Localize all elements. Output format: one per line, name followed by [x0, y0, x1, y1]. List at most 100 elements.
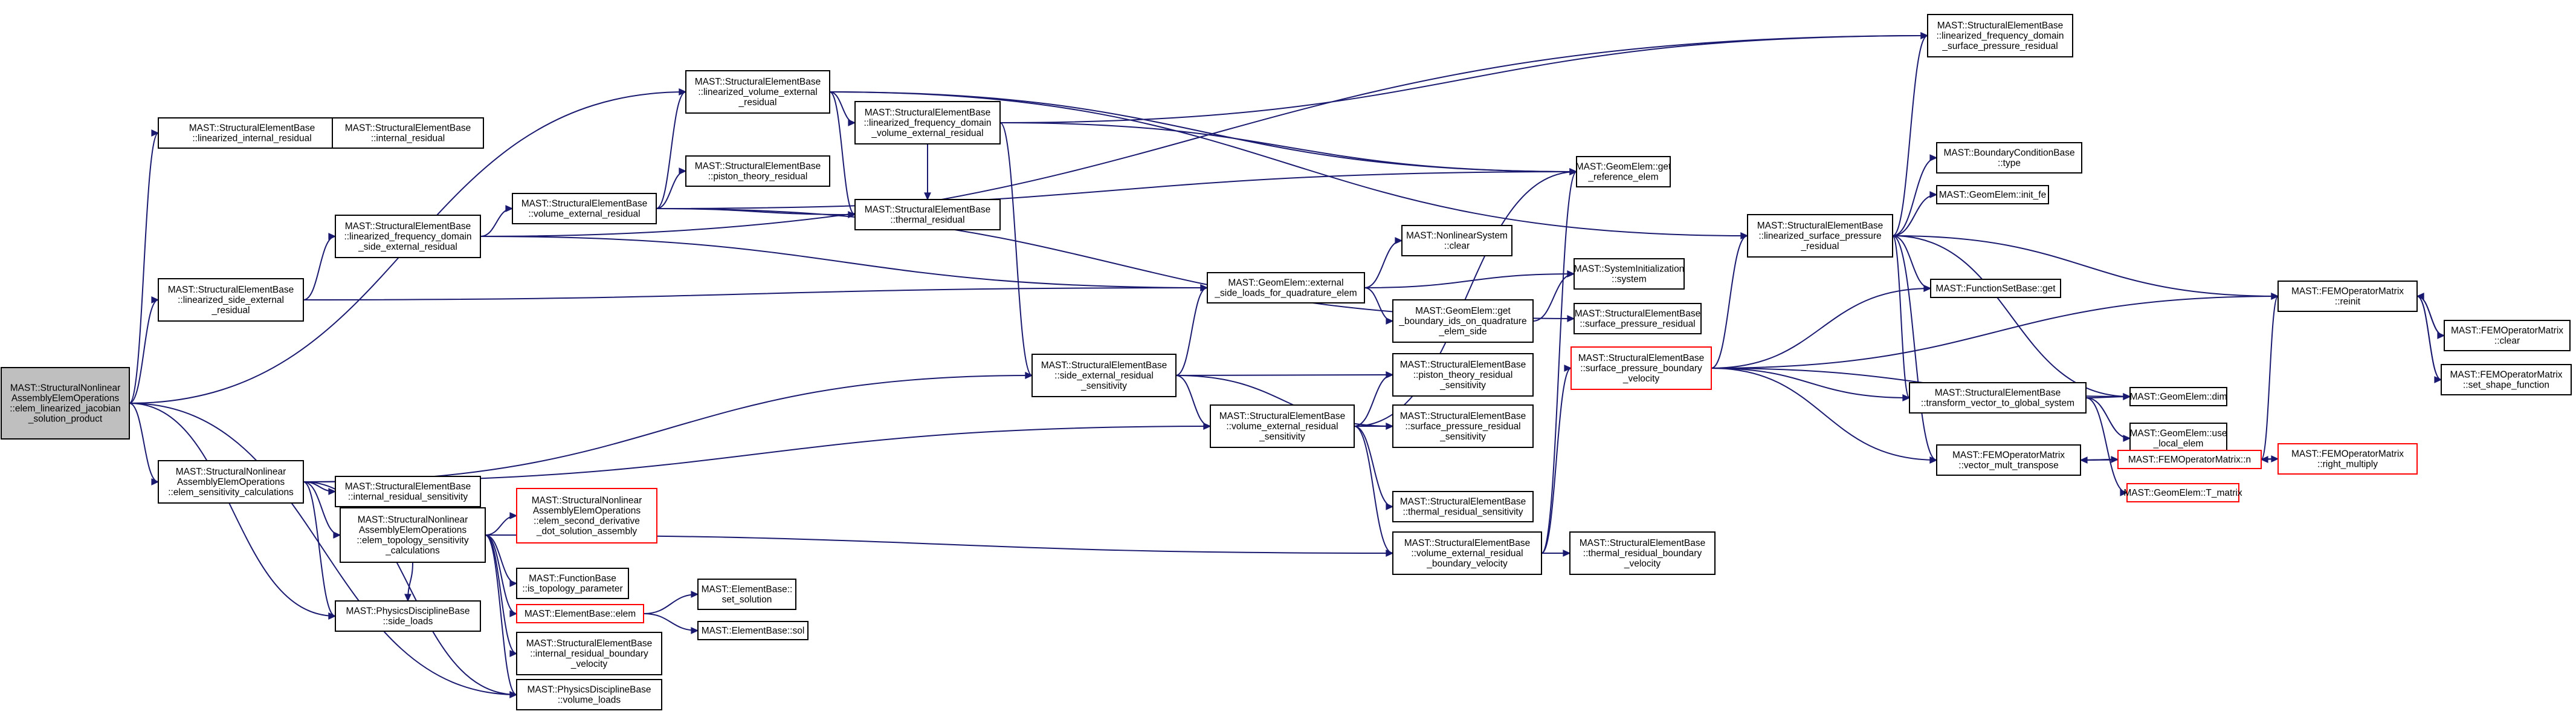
graph-node-root[interactable]: MAST::StructuralNonlinearAssemblyElemOpe… — [1, 367, 130, 440]
edge-n-eb-elem-to-n-sol — [643, 613, 699, 631]
graph-node-n-surf-p-bnd[interactable]: MAST::StructuralElementBase::surface_pre… — [1570, 346, 1712, 390]
graph-node-n-thermal-sens[interactable]: MAST::StructuralElementBase::thermal_res… — [1392, 491, 1534, 522]
graph-node-n-is-topo[interactable]: MAST::FunctionBase::is_topology_paramete… — [516, 568, 629, 599]
node-box — [2277, 281, 2418, 312]
node-label-line: MAST::StructuralElementBase — [1578, 353, 1704, 363]
node-label-line: MAST::FEMOperatorMatrix — [2450, 369, 2562, 380]
graph-node-n-side-loads[interactable]: MAST::PhysicsDisciplineBase::side_loads — [335, 600, 481, 632]
edge-n-vol-ext-sens-to-n-vol-ext-bnd — [1354, 426, 1393, 554]
graph-node-n-side-ext-sens[interactable]: MAST::StructuralElementBase::side_extern… — [1031, 354, 1177, 397]
graph-node-n-lin-surf[interactable]: MAST::StructuralElementBase::linearized_… — [1747, 214, 1893, 258]
graph-node-n-bc-type[interactable]: MAST::BoundaryConditionBase::type — [1936, 142, 2082, 174]
graph-node-n-lin-side[interactable]: MAST::StructuralElementBase::linearized_… — [158, 278, 304, 322]
node-label-line: MAST::FEMOperatorMatrix — [2451, 325, 2563, 336]
graph-node-n-lin-freq-side[interactable]: MAST::StructuralElementBase::linearized_… — [335, 215, 481, 258]
graph-node-n-int[interactable]: MAST::StructuralElementBase::internal_re… — [332, 117, 484, 149]
graph-node-n-vol-ext[interactable]: MAST::StructuralElementBase::volume_exte… — [512, 193, 657, 224]
graph-node-n-sol[interactable]: MAST::ElementBase::sol — [697, 621, 809, 640]
graph-node-n-lin-freq-vol[interactable]: MAST::StructuralElementBase::linearized_… — [854, 101, 1001, 144]
graph-node-n-thermal[interactable]: MAST::StructuralElementBase::thermal_res… — [854, 199, 1001, 230]
graph-node-n-geom-dim[interactable]: MAST::GeomElem::dim — [2129, 387, 2227, 406]
edge-arrowhead — [333, 531, 341, 539]
graph-node-n-surf-p[interactable]: MAST::StructuralElementBase::surface_pre… — [1574, 303, 1702, 334]
node-box — [335, 476, 481, 507]
node-label-line: AssemblyElemOperations — [177, 477, 285, 487]
graph-node-n-sysinit[interactable]: MAST::SystemInitialization::system — [1574, 258, 1685, 290]
node-label-line: ::right_multiply — [2317, 459, 2378, 469]
node-label-line: MAST::StructuralElementBase — [345, 123, 471, 133]
edge-n-sens-calc-to-n-vol-ext-sens — [303, 426, 1211, 482]
edge-n-lin-side-to-n-lin-freq-side — [303, 236, 336, 300]
graph-node-n-fem-n[interactable]: MAST::FEMOperatorMatrix::n — [2117, 450, 2262, 469]
graph-node-n-thermal-bnd[interactable]: MAST::StructuralElementBase::thermal_res… — [1569, 531, 1716, 575]
edge-arrowhead — [509, 691, 518, 698]
edge-arrowhead — [1740, 232, 1749, 239]
node-label-line: MAST::StructuralNonlinear — [532, 495, 642, 505]
node-box — [1747, 214, 1893, 258]
edge-n-vol-ext-to-n-piston — [656, 170, 686, 209]
graph-node-n-lin-int[interactable]: MAST::StructuralElementBase::linearized_… — [158, 117, 346, 149]
node-box — [1574, 258, 1685, 290]
edge-n-lin-freq-vol-to-n-geom-ref — [999, 122, 1577, 172]
node-label-line: _side_loads_for_quadrature_elem — [1214, 288, 1357, 298]
graph-node-n-eb-elem[interactable]: MAST::ElementBase::elem — [516, 604, 644, 623]
edge-arrowhead — [1386, 317, 1394, 325]
node-label-line: ::linearized_surface_pressure — [1758, 231, 1881, 241]
graph-node-n-vol-ext-bnd[interactable]: MAST::StructuralElementBase::volume_exte… — [1392, 531, 1542, 575]
graph-node-n-vol-loads[interactable]: MAST::PhysicsDisciplineBase::volume_load… — [516, 679, 662, 710]
graph-node-n-tmatrix[interactable]: MAST::GeomElem::T_matrix — [2123, 483, 2242, 502]
node-label-line: MAST::GeomElem::dim — [2129, 392, 2227, 402]
edge-n-transform-to-n-tmatrix — [2085, 397, 2128, 493]
graph-node-n-second[interactable]: MAST::StructuralNonlinearAssemblyElemOpe… — [516, 488, 657, 544]
graph-node-n-sens-calc[interactable]: MAST::StructuralNonlinearAssemblyElemOpe… — [158, 460, 304, 504]
graph-node-n-geom-ref[interactable]: MAST::GeomElem::get_reference_elem — [1576, 156, 1671, 187]
graph-node-n-topo[interactable]: MAST::StructuralNonlinearAssemblyElemOpe… — [340, 507, 486, 563]
edge-arrowhead — [509, 512, 518, 519]
graph-node-n-nl-clear[interactable]: MAST::NonlinearSystem::clear — [1401, 225, 1512, 256]
node-label-line: MAST::ElementBase::sol — [702, 626, 805, 636]
graph-node-n-fsb-get[interactable]: MAST::FunctionSetBase::get — [1930, 279, 2061, 298]
node-label-line: MAST::GeomElem::T_matrix — [2123, 488, 2242, 498]
graph-node-n-lin-freq-surf[interactable]: MAST::StructuralElementBase::linearized_… — [1927, 14, 2073, 57]
node-label-line: _residual — [1801, 241, 1839, 252]
node-label-line: MAST::FEMOperatorMatrix::n — [2128, 455, 2251, 465]
graph-node-n-vol-ext-sens[interactable]: MAST::StructuralElementBase::volume_exte… — [1210, 404, 1355, 448]
graph-node-n-right-mult[interactable]: MAST::FEMOperatorMatrix::right_multiply — [2277, 443, 2418, 475]
graph-node-n-int-sens[interactable]: MAST::StructuralElementBase::internal_re… — [335, 476, 481, 507]
graph-node-n-int-bnd[interactable]: MAST::StructuralElementBase::internal_re… — [516, 632, 662, 675]
node-label-line: _boundary_velocity — [1426, 559, 1508, 569]
graph-node-n-geom-bnd[interactable]: MAST::GeomElem::get_boundary_ids_on_quad… — [1392, 299, 1534, 343]
edge-root-to-n-sens-calc — [129, 403, 159, 482]
edge-arrowhead — [151, 296, 160, 303]
graph-node-n-transform[interactable]: MAST::StructuralElementBase::transform_v… — [1909, 382, 2087, 414]
node-label-line: ::reinit — [2335, 296, 2361, 307]
node-box — [854, 199, 1001, 230]
edge-n-set-shape-to-n-reinit — [2416, 296, 2442, 380]
edge-arrowhead — [1920, 32, 1929, 39]
graph-node-n-reinit[interactable]: MAST::FEMOperatorMatrix::reinit — [2277, 281, 2418, 312]
graph-node-n-set-sol[interactable]: MAST::ElementBase::set_solution — [697, 579, 796, 610]
graph-node-n-piston[interactable]: MAST::StructuralElementBase::piston_theo… — [685, 155, 830, 187]
graph-node-n-set-shape[interactable]: MAST::FEMOperatorMatrix::set_shape_funct… — [2441, 364, 2572, 395]
graph-node-n-piston-sens[interactable]: MAST::StructuralElementBase::piston_theo… — [1392, 353, 1534, 397]
edge-arrowhead — [691, 591, 699, 598]
graph-node-n-use-local[interactable]: MAST::GeomElem::use_local_elem — [2129, 423, 2227, 454]
node-box — [516, 604, 644, 623]
graph-node-n-vmt[interactable]: MAST::FEMOperatorMatrix::vector_mult_tra… — [1936, 444, 2081, 476]
edge-arrowhead — [328, 488, 337, 495]
graph-node-n-init-fe[interactable]: MAST::GeomElem::init_fe — [1936, 185, 2049, 204]
graph-node-n-lin-vol-ext[interactable]: MAST::StructuralElementBase::linearized_… — [685, 70, 830, 114]
graph-node-n-fem-clear[interactable]: MAST::FEMOperatorMatrix::clear — [2444, 320, 2571, 351]
node-label-line: MAST::StructuralElementBase — [1575, 308, 1700, 319]
graph-node-n-surf-p-sens[interactable]: MAST::StructuralElementBase::surface_pre… — [1392, 404, 1534, 448]
node-box — [158, 460, 304, 504]
edge-n-vol-ext-to-n-geom-ref — [656, 171, 1577, 209]
edge-n-fem-n-to-n-reinit — [2261, 296, 2279, 460]
graph-node-n-geom-ext[interactable]: MAST::GeomElem::external_side_loads_for_… — [1207, 272, 1365, 303]
node-label-line: MAST::StructuralElementBase — [1400, 496, 1526, 507]
node-label-line: ::piston_theory_residual — [1413, 370, 1513, 380]
node-label-line: MAST::StructuralElementBase — [865, 108, 990, 118]
edge-arrowhead — [505, 205, 514, 212]
node-label-line: MAST::NonlinearSystem — [1406, 230, 1508, 241]
